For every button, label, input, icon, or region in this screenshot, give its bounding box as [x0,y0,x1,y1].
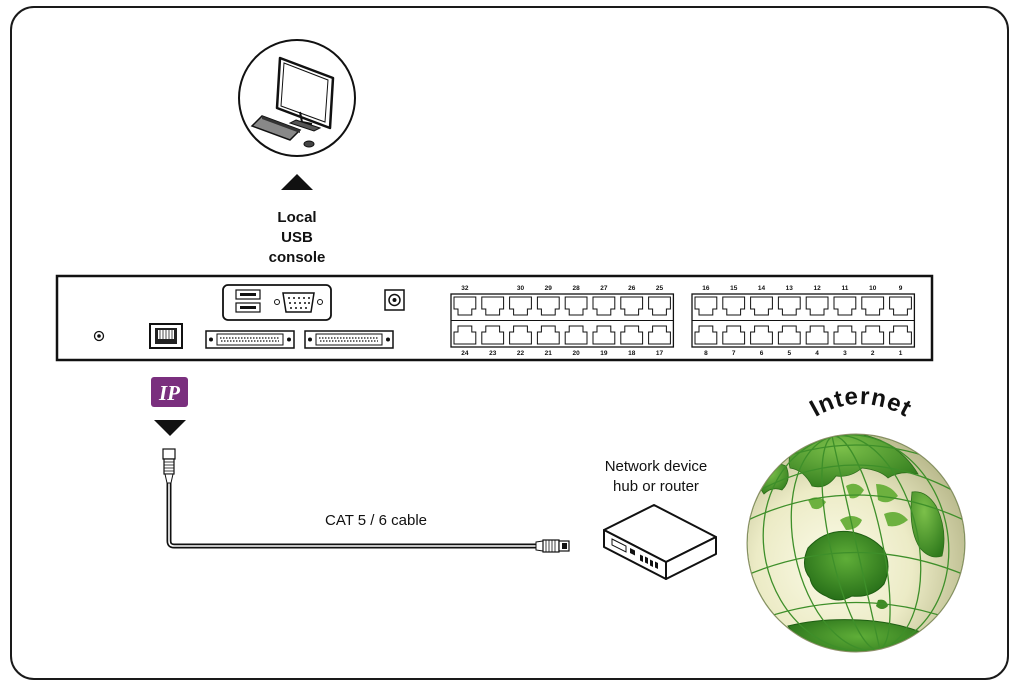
port-number-label: 10 [869,285,877,292]
port-number-label: 4 [815,350,819,357]
power-jack-icon [384,289,405,311]
computer-icon [250,56,335,148]
rj45-port-icon [722,296,746,316]
port-number-label: 23 [489,350,497,357]
port-number-label: 12 [813,285,821,292]
rj45-plug-end-icon [535,539,570,553]
internet-globe-icon [746,433,966,653]
port-number-label: 9 [899,285,903,292]
ip-badge-text: IP [158,381,180,405]
arrow-down-icon [154,420,186,436]
port-number-label: 21 [545,350,553,357]
rj45-port-icon [750,296,773,316]
rj45-port-icon [509,325,532,345]
svg-text:Internet: Internet [805,383,916,423]
diagram-frame [10,6,1009,680]
port-number-label: 18 [628,350,636,357]
cable-label: CAT 5 / 6 cable [325,512,427,529]
rj45-port-icon [536,296,560,316]
ip-badge: IP [151,377,188,407]
rj45-plug-top-icon [162,448,176,484]
port-number-label: 19 [600,350,608,357]
port-number-label: 16 [702,285,710,292]
port-number-label: 3 [843,350,847,357]
rj45-port-icon [564,325,588,345]
rj45-port-icon [861,325,885,345]
console-label: Local USB console [269,209,326,266]
rj45-port-icon [694,325,718,345]
port-number-label: 20 [572,350,580,357]
rj45-port-icon [481,325,505,345]
rj45-port-icon [861,296,885,316]
port-number-label: 7 [732,350,736,357]
vga-port-icon [274,292,323,313]
lan-port-icon [149,323,183,349]
rj45-port-icon [805,296,829,316]
console-label-line1: Local [277,209,316,226]
arrow-up-icon [281,174,313,190]
rj45-port-icon [833,296,857,316]
rj45-port-icon [694,296,718,316]
rj45-port-icon [750,325,773,345]
port-number-label: 5 [787,350,791,357]
console-ports-group [222,284,332,321]
console-label-line3: console [269,249,326,266]
rj45-port-icon [722,325,746,345]
rj45-port-icon [648,325,671,345]
internet-label: Internet [805,383,916,423]
port-number-label: 28 [572,285,580,292]
port-number-label: 25 [656,285,664,292]
rj45-port-icon [509,296,532,316]
chain-port-out-icon [304,330,394,349]
network-device-label-line1: Network device [605,458,708,475]
port-number-label: 11 [841,285,848,292]
network-device-label-line2: hub or router [613,478,699,495]
port-number-label: 6 [760,350,764,357]
cat-cable [162,448,570,553]
rj45-port-icon [592,296,616,316]
rj45-port-icon [777,325,801,345]
local-console-computer [238,39,356,157]
port-number-label: 17 [656,350,664,357]
rj45-port-icon [620,296,644,316]
rj45-port-icon [620,325,644,345]
rj45-port-icon [805,325,829,345]
port-number-label: 26 [628,285,636,292]
chain-port-in-icon [205,330,295,349]
rj45-port-icon [481,296,505,316]
port-number-label: 27 [600,285,608,292]
console-label-line2: USB [281,229,313,246]
rj45-port-icon [592,325,616,345]
port-number-label: 8 [704,350,708,357]
port-number-label: 24 [461,350,469,357]
port-number-label: 29 [545,285,553,292]
rj45-port-icon [889,296,912,316]
rj45-port-icon [453,325,477,345]
rj45-port-icon [648,296,671,316]
usb-port-icon [235,289,261,313]
rj45-port-icon [536,325,560,345]
router-icon [603,504,717,580]
rj45-port-icon [453,296,477,316]
internet-label-text: Internet [805,383,915,423]
port-number-label: 22 [517,350,525,357]
port-number-label: 13 [786,285,794,292]
rj45-port-icon [889,325,912,345]
port-number-label: 15 [730,285,738,292]
port-number-label: 1 [899,350,903,357]
port-number-label: 30 [517,285,525,292]
rj45-port-icon [777,296,801,316]
port-number-label: 14 [758,285,766,292]
port-number-label: 32 [461,285,469,292]
network-device-label: Network device hub or router [605,458,708,495]
rj45-port-icon [564,296,588,316]
port-number-label: 2 [871,350,875,357]
rj45-port-icon [833,325,857,345]
